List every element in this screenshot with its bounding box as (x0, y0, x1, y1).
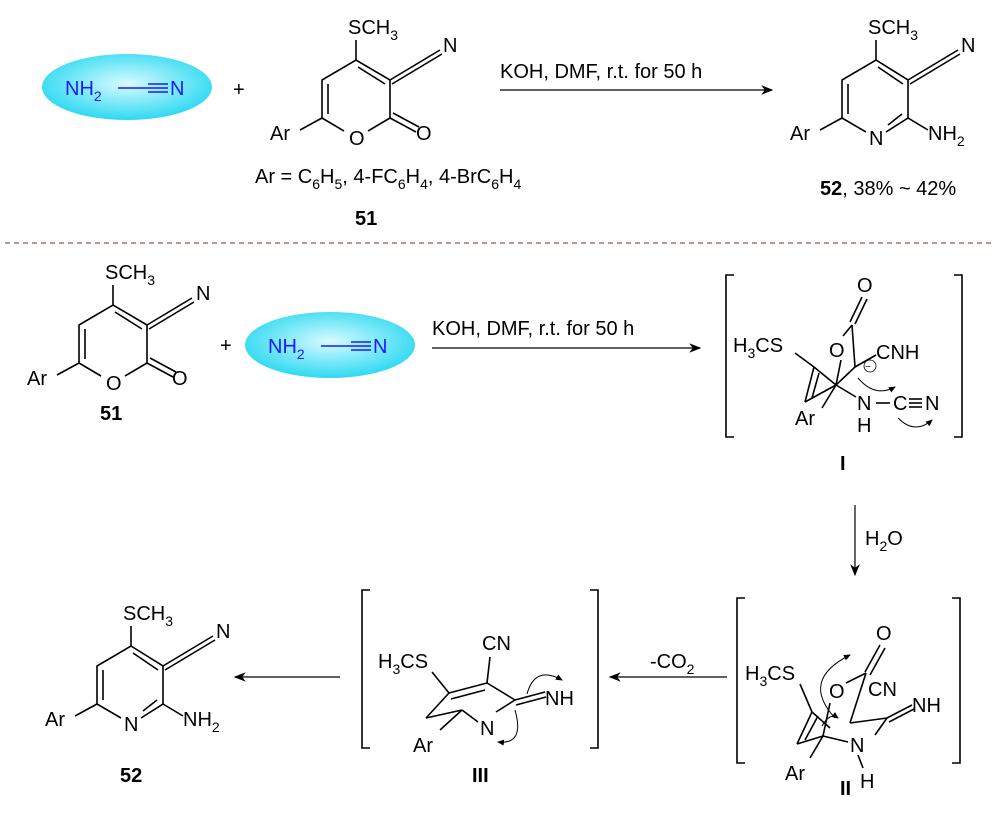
svg-text:CNH: CNH (876, 342, 919, 364)
svg-text:O: O (416, 123, 432, 145)
svg-text:SCH3: SCH3 (123, 603, 173, 629)
intermediate-I-label: I (840, 453, 846, 475)
reaction-arrow-hydrolysis: H2O (850, 505, 903, 577)
svg-text:O: O (172, 368, 188, 390)
svg-text:N: N (857, 393, 871, 415)
intermediate-II-label: II (840, 778, 851, 800)
plus-sign-mech: + (220, 335, 232, 357)
svg-text:O: O (349, 128, 365, 150)
svg-text:Ar: Ar (790, 123, 810, 145)
svg-text:KOH, DMF, r.t. for 50 h: KOH, DMF, r.t. for 50 h (500, 61, 702, 83)
svg-text:N: N (124, 714, 138, 736)
svg-text:Ar: Ar (795, 408, 815, 430)
compound-51-label-mech: 51 (100, 403, 122, 425)
svg-text:N: N (170, 78, 184, 100)
pyranone-51-mech: SCH3 N O O Ar (27, 262, 210, 395)
svg-text:N: N (850, 735, 864, 757)
svg-text:NH2: NH2 (928, 123, 965, 149)
svg-text:KOH, DMF, r.t. for 50 h: KOH, DMF, r.t. for 50 h (432, 318, 634, 340)
svg-text:H3CS: H3CS (745, 663, 795, 689)
reaction-arrow-mech-1: KOH, DMF, r.t. for 50 h (432, 318, 702, 353)
svg-text:N: N (480, 718, 494, 740)
svg-text:N: N (443, 35, 457, 57)
svg-text:H: H (857, 415, 871, 437)
svg-text:O: O (857, 275, 873, 297)
product-yield: 52, 38% ~ 42% (820, 178, 956, 200)
svg-text:Ar: Ar (413, 735, 433, 757)
reaction-arrow-decarboxylation: -CO2 (608, 651, 727, 682)
svg-text:H: H (860, 771, 874, 793)
svg-text:Ar: Ar (785, 763, 805, 785)
svg-text:Ar: Ar (270, 123, 290, 145)
svg-text:NH2: NH2 (183, 709, 220, 735)
compound-51-label: 51 (355, 208, 377, 230)
intermediate-III: H3CS CN NH N Ar (361, 589, 599, 757)
svg-text:−: − (865, 362, 871, 373)
svg-text:O: O (106, 373, 122, 395)
svg-text:Ar: Ar (27, 368, 47, 390)
reaction-arrow-top: KOH, DMF, r.t. for 50 h (500, 61, 774, 95)
pyranone-51-top: SCH3 N O O Ar (270, 17, 457, 150)
ar-definition: Ar = C6H5, 4-FC6H4, 4-BrC6H4 (255, 166, 522, 192)
intermediate-II: O O CN H3CS NH N H Ar (736, 597, 961, 793)
svg-text:SCH3: SCH3 (348, 17, 398, 43)
intermediate-I: O O CNH − H3CS Ar N H C N (725, 274, 963, 438)
svg-text:N: N (216, 621, 230, 643)
svg-text:NH: NH (545, 688, 574, 710)
svg-text:H2O: H2O (865, 528, 903, 554)
svg-text:O: O (876, 623, 892, 645)
svg-text:N: N (961, 35, 975, 57)
svg-text:-CO2: -CO2 (650, 651, 695, 677)
svg-text:NH: NH (912, 695, 941, 717)
svg-text:H3CS: H3CS (733, 335, 783, 361)
svg-text:N: N (196, 283, 210, 305)
svg-text:N: N (373, 336, 387, 358)
svg-text:N: N (925, 393, 939, 415)
cyanamide-reagent-mech: NH2 N (245, 312, 415, 378)
compound-52-label-mech: 52 (120, 765, 142, 787)
svg-text:SCH3: SCH3 (868, 17, 918, 43)
svg-text:NH2: NH2 (65, 78, 102, 104)
svg-text:O: O (829, 681, 845, 703)
pyridine-52-bottom: SCH3 N N NH2 Ar (45, 603, 230, 736)
pyridine-52-top: SCH3 N N NH2 Ar (790, 17, 975, 150)
plus-sign: + (233, 79, 245, 101)
svg-text:CN: CN (868, 679, 897, 701)
svg-text:Ar: Ar (45, 709, 65, 731)
svg-text:C: C (893, 393, 907, 415)
svg-text:CN: CN (482, 633, 511, 655)
svg-text:SCH3: SCH3 (105, 262, 155, 288)
svg-text:NH2: NH2 (268, 336, 305, 362)
svg-text:H3CS: H3CS (378, 651, 428, 677)
svg-text:O: O (829, 340, 845, 362)
cyanamide-reagent-top: NH2 N (42, 54, 212, 120)
svg-text:N: N (869, 128, 883, 150)
intermediate-III-label: III (472, 765, 489, 787)
